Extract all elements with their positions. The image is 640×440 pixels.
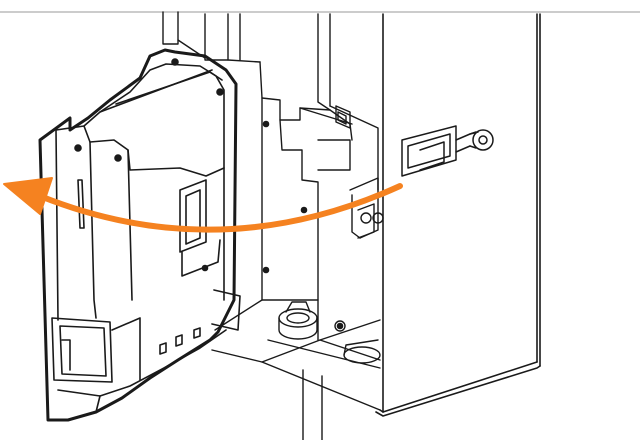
open-direction-arrow-icon bbox=[3, 177, 403, 233]
enclosure-side-panel bbox=[375, 13, 541, 417]
enclosure-icon bbox=[162, 11, 384, 440]
padlock-hasp-icon bbox=[401, 125, 494, 177]
hinged-door-icon bbox=[38, 48, 241, 422]
